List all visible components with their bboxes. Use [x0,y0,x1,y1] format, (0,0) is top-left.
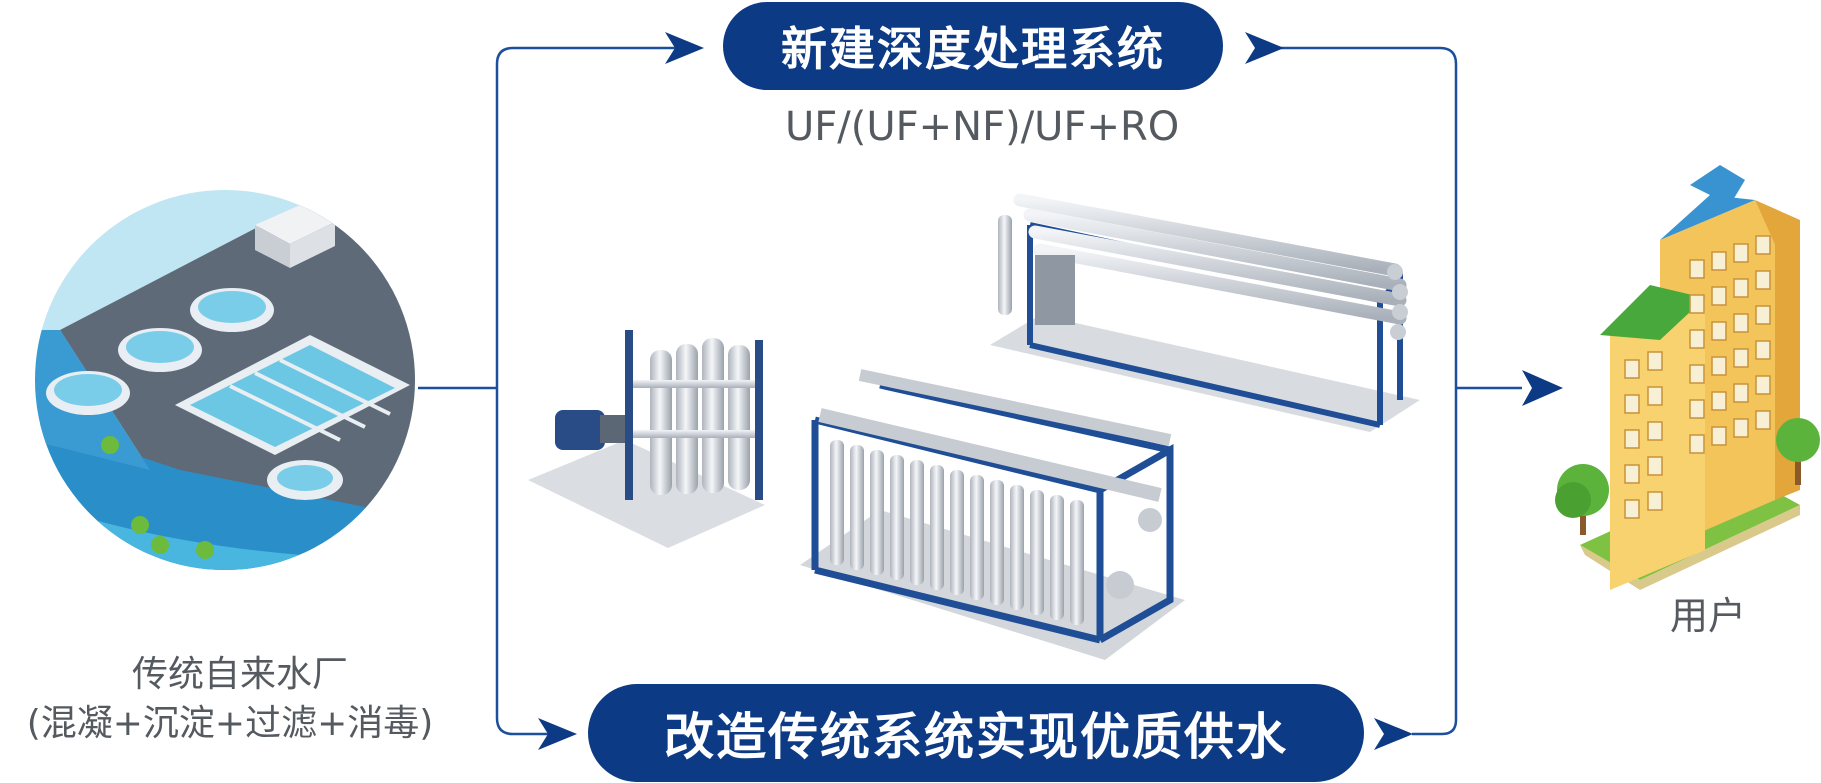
uf-skid-large [800,369,1185,660]
uf-skid-small [528,330,765,548]
line-top-branch [495,46,693,388]
tree-icon [1555,464,1609,535]
tree-icon [1776,418,1820,485]
residential-building-illustration [1555,165,1820,590]
technology-label: UF/(UF+NF)/UF+RO [785,104,1180,150]
new-system-title: 新建深度处理系统 [723,2,1223,90]
arrow-icon [1522,370,1563,406]
line-top-right [1268,46,1458,736]
window-grid [1624,235,1771,519]
flow-lines [418,46,1522,736]
destination-name: 用户 [1670,594,1747,638]
source-name: 传统自来水厂 [131,654,348,695]
retrofit-title: 改造传统系统实现优质供水 [588,684,1364,782]
flow-arrows [538,32,1563,750]
water-plant-illustration [35,190,415,570]
arrow-icon [538,718,577,750]
line-bottom-branch [495,388,553,736]
arrow-icon [1245,32,1284,64]
arrow-icon [665,32,704,64]
ro-skid [990,193,1420,432]
arrow-icon [1374,718,1413,750]
source-process: (混凝+沉淀+过滤+消毒) [26,703,434,744]
